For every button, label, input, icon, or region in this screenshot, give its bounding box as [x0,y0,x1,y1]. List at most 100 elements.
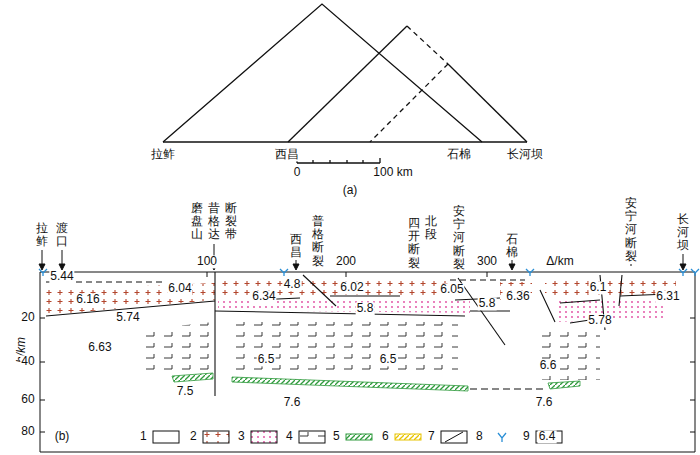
legend-item: 3 [238,430,278,444]
geo-stroke [548,381,580,389]
text-label: 6.34 [251,290,276,303]
geo-stroke [280,269,288,276]
geo-stroke [153,431,179,443]
text-label: (b) [54,430,71,443]
text-label: 6.6 [539,359,558,372]
text-label: (a) [342,184,359,197]
text-label: 安宁河断裂 [453,205,465,271]
text-label: 0 [293,166,302,179]
text-label: 西昌 [290,233,302,259]
legend-sample [202,430,230,444]
text-label: 7.6 [283,396,302,409]
geo-stroke [526,269,534,276]
legend-item: 5 [333,430,373,444]
text-label: 4.8 [283,278,302,291]
text-label: 60 [20,393,35,406]
text-label: 5.8 [356,302,375,315]
text-label: 6.4 [538,430,557,443]
legend-number: 3 [238,430,245,443]
text-label: 长河坝 [506,148,544,161]
legend-number: 7 [428,430,435,443]
text-label: 6.5 [379,353,398,366]
legend-sample [250,430,278,444]
geo-stroke [232,377,468,391]
geo-stroke [288,26,407,142]
text-label: 6.16 [75,293,100,306]
geo-stroke [140,322,213,375]
legend-item: 8 [476,430,516,444]
text-label: 100 km [372,166,413,179]
geo-stroke [470,388,545,389]
geo-stroke [441,431,467,443]
text-label: 长河坝 [677,213,689,253]
text-label: 5.8 [478,297,497,310]
geo-stroke [42,244,683,266]
text-label: 300 [476,255,498,268]
geo-stroke [448,64,527,142]
text-label: 6.5 [257,353,276,366]
text-label: 6.05 [439,283,464,296]
geo-stroke [39,244,686,270]
legend-sample [152,430,180,444]
text-label: 断裂带 [225,202,237,242]
legend-sample [488,430,516,444]
geo-stroke [691,269,699,276]
geo-stroke [450,279,525,280]
legend-item: 1 [140,430,180,444]
geo-stroke [39,264,686,270]
text-label: 渡口 [56,222,68,248]
geo-stroke [203,431,229,443]
geo-stroke [232,322,458,374]
geo-stroke [299,431,325,443]
geo-stroke [39,269,699,276]
geo-stroke [163,141,527,142]
text-label: 40 [20,355,35,368]
geo-stroke [251,431,277,443]
geo-stroke [445,432,463,442]
geo-stroke [536,431,562,443]
geo-stroke [40,272,695,452]
geo-stroke [163,4,527,163]
legend-sample [298,430,326,444]
geo-stroke [207,272,487,277]
legend-item: 7 [428,430,468,444]
geo-stroke [172,373,213,382]
legend-number: 8 [476,430,483,443]
geo-stroke [679,269,687,276]
text-label: 北段 [425,215,437,241]
text-label: 5.78 [587,314,612,327]
text-label: 昔格达 [208,202,220,242]
geo-stroke [297,158,380,163]
geo-stroke [214,272,215,396]
legend-sample [345,430,373,444]
geo-stroke [395,434,421,440]
text-label: 拉鲊 [150,148,176,161]
legend-number: 4 [286,430,293,443]
legend-number: 2 [190,430,197,443]
geo-stroke [40,272,695,452]
text-label: Δ/km [545,255,574,268]
text-label: 80 [20,425,35,438]
geo-stroke [46,272,668,396]
geo-stroke [458,278,505,345]
text-label: 6.31 [655,290,680,303]
text-label: 100 [196,255,218,268]
text-label: 石棉 [506,233,518,259]
geo-stroke [163,4,482,142]
text-label: 石棉 [446,148,472,161]
text-label: 西昌 [274,148,300,161]
legend-sample [394,430,422,444]
geo-stroke [346,434,372,440]
geo-stroke [40,318,695,432]
text-label: 200 [335,255,357,268]
legend-number: 6 [382,430,389,443]
text-label: 普格断裂 [312,215,324,268]
geo-stroke [303,275,336,306]
text-label: 四开断裂 [408,217,420,270]
geo-stroke [39,269,47,276]
geo-stroke [455,298,510,311]
geo-stroke [407,26,448,64]
text-label: 安宁河断裂 [625,197,637,263]
